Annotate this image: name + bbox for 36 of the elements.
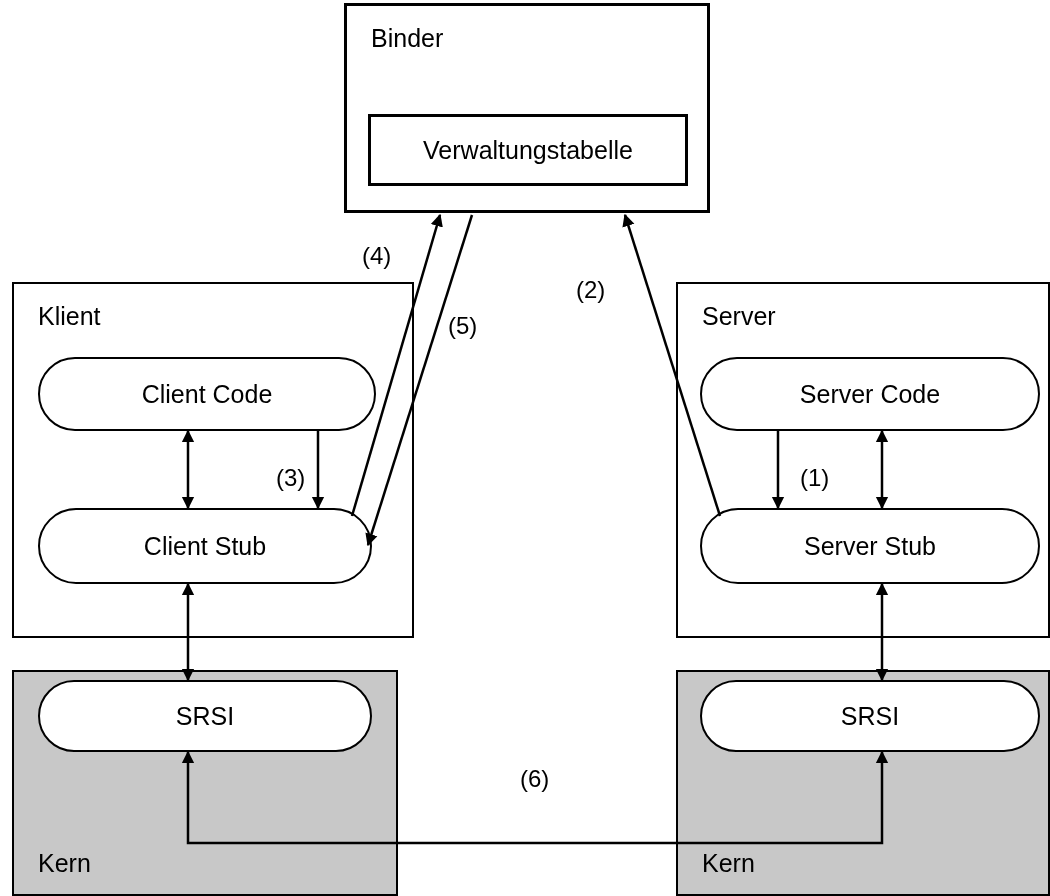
node-label: Client Stub xyxy=(143,531,267,561)
edge-label: (6) xyxy=(520,765,550,793)
edge-label: (1) xyxy=(800,464,830,492)
table-box xyxy=(368,114,688,186)
arrow xyxy=(181,750,889,845)
process-box xyxy=(676,282,1050,638)
node-label: Klient xyxy=(38,302,101,331)
arrow xyxy=(365,214,474,547)
arrow xyxy=(875,582,889,682)
binder-box xyxy=(344,3,710,213)
edge-label: (4) xyxy=(362,242,392,270)
process-box xyxy=(12,282,414,638)
node-label: Verwaltungstabelle xyxy=(423,135,633,165)
arrow xyxy=(181,429,195,510)
arrow xyxy=(875,429,889,510)
node-label: Binder xyxy=(371,24,444,53)
arrow xyxy=(311,431,325,510)
kernel-box xyxy=(676,670,1050,896)
edge-label: (2) xyxy=(576,276,606,304)
node-label: SRSI xyxy=(840,701,900,731)
kernel-box xyxy=(12,670,398,896)
rounded-box xyxy=(38,357,376,431)
arrow xyxy=(181,582,195,682)
node-label: Server Stub xyxy=(804,531,936,561)
node-label: Server Code xyxy=(799,379,941,409)
arrow xyxy=(771,431,785,510)
node-label: SRSI xyxy=(175,701,235,731)
rounded-box xyxy=(38,508,372,584)
node-label: Client Code xyxy=(141,379,273,409)
arrow xyxy=(622,213,722,517)
edge-label: (5) xyxy=(448,312,478,340)
node-label: Kern xyxy=(702,849,755,878)
edge-label: (3) xyxy=(276,464,306,492)
arrow xyxy=(350,213,443,517)
node-label: Kern xyxy=(38,849,91,878)
node-label: Server xyxy=(702,302,776,331)
